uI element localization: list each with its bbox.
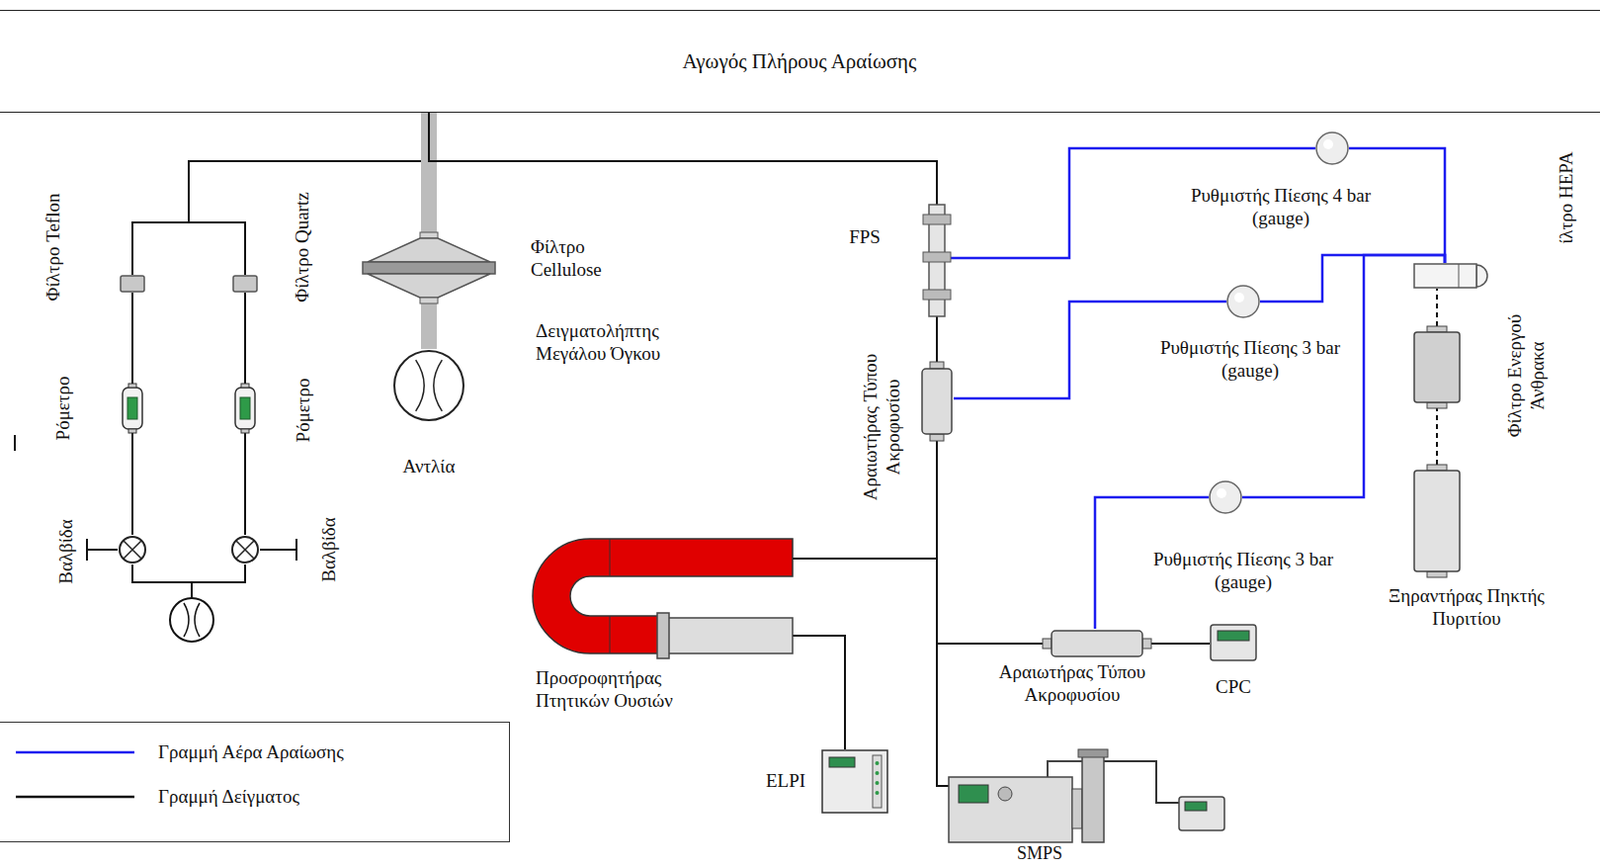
node-shape <box>232 274 258 293</box>
legend-box: Γραμμή Αέρα ΑραίωσηςΓραμμή Δείγματος <box>0 721 510 843</box>
node-label: Προσροφητήρας Πτητικών Ουσιών <box>535 667 724 713</box>
connector <box>1435 288 1438 327</box>
silica-dryer: Ξηραντήρας Πηκτής Πυριτίου <box>1413 464 1461 578</box>
node-shape <box>1413 464 1461 578</box>
node-label: Ρόμετρο <box>52 376 76 441</box>
node-shape <box>821 749 889 814</box>
rotameter: Ρόμετρο <box>121 383 144 433</box>
connector <box>131 432 134 535</box>
connector <box>421 303 437 349</box>
cellulose-filter: Φίλτρο Cellulose <box>362 232 496 304</box>
node-shape <box>230 534 260 565</box>
node-label: Φίλτρο Ενεργού Άνθρακα <box>1504 296 1550 455</box>
connector <box>131 292 134 384</box>
node-shape <box>119 274 146 293</box>
node-shape <box>1208 480 1243 514</box>
connector <box>1435 408 1438 465</box>
node-label: Ξηραντήρας Πηκτής Πυριτίου <box>1352 585 1581 631</box>
legend-text: Γραμμή Αέρα Αραίωσης <box>158 741 344 764</box>
legend-line <box>15 795 135 799</box>
smps-counter <box>1098 760 1225 831</box>
node-label: Αραιωτήρας Τύπου Ακροφυσίου <box>859 342 906 511</box>
sampling-pump <box>169 597 214 642</box>
rotameter: Ρόμετρο <box>234 383 256 433</box>
ejector-diluter: Αραιωτήρας Τύπου Ακροφυσίου <box>920 361 954 441</box>
connector <box>244 292 247 384</box>
pump: Αντλία <box>392 348 466 422</box>
connector <box>936 440 1043 644</box>
connector <box>132 112 429 275</box>
fps-diluter: FPS <box>923 204 951 317</box>
connector <box>1151 642 1210 645</box>
connector <box>244 432 247 535</box>
node-shape <box>1209 623 1258 662</box>
node-shape <box>1413 326 1461 409</box>
node-shape <box>920 361 954 441</box>
ejector-diluter: Αραιωτήρας Τύπου Ακροφυσίου <box>1042 628 1152 659</box>
connector <box>428 112 937 205</box>
node-label: Ρυθμιστής Πίεσης 3 bar (gauge) <box>1156 336 1345 383</box>
node-shape <box>234 383 256 433</box>
node-shape <box>392 348 466 422</box>
node-label: Ρόμετρο <box>292 378 316 443</box>
pressure-regulator: Ρυθμιστής Πίεσης 4 bar (gauge) <box>1315 131 1349 166</box>
node-label: Αγωγός Πλήρους Αραίωσης <box>682 49 918 75</box>
node-label: Βαλβίδα <box>55 518 79 585</box>
hepa-filter: ίλτρο HEPA <box>1413 262 1493 289</box>
node-label: ίλτρο HEPA <box>1555 151 1579 245</box>
dilution-tunnel: Αγωγός Πλήρους Αραίωσης <box>0 9 1600 113</box>
node-label: ELPI <box>765 769 806 793</box>
pressure-regulator: Ρυθμιστής Πίεσης 3 bar (gauge) <box>1208 480 1243 514</box>
node-label: Αντλία <box>403 455 456 479</box>
filter-holder: Φίλτρο Teflon <box>119 274 146 293</box>
node-label: Φίλτρο Quartz <box>291 191 315 302</box>
smps-instrument: SMPS <box>948 749 1132 843</box>
charcoal-filter: Φίλτρο Ενεργού Άνθρακα <box>1413 326 1461 409</box>
node-shape <box>121 383 144 433</box>
node-shape <box>1042 628 1152 659</box>
node-label: SMPS <box>1016 842 1063 865</box>
node-shape <box>948 749 1132 843</box>
filter-holder: Φίλτρο Quartz <box>232 274 258 293</box>
node-label: Φίλτρο Cellulose <box>530 236 640 282</box>
node-label: Ρυθμιστής Πίεσης 4 bar (gauge) <box>1186 184 1375 231</box>
node-label: Βαλβίδα <box>318 516 341 583</box>
connector <box>792 635 845 750</box>
cpc-instrument: CPC <box>1209 623 1258 662</box>
node-label: Αραιωτήρας Τύπου Ακροφυσίου <box>973 661 1172 707</box>
connector <box>936 440 949 786</box>
node-shape <box>362 232 496 304</box>
node-shape <box>530 521 793 656</box>
legend-samples <box>0 722 509 842</box>
node-shape <box>1413 262 1493 289</box>
node-shape <box>1315 131 1349 166</box>
legend-line <box>15 751 135 755</box>
node-shape <box>923 204 951 317</box>
node-label: CPC <box>1215 675 1252 699</box>
node-shape <box>1226 284 1261 319</box>
node-shape <box>117 534 148 565</box>
node-label: Φίλτρο Teflon <box>42 193 66 302</box>
part-label: Δειγματολήπτης Μεγάλου Όγκου <box>535 320 704 366</box>
volatile-adsorber: Προσροφητήρας Πτητικών Ουσιών <box>530 521 793 656</box>
pressure-regulator: Ρυθμιστής Πίεσης 3 bar (gauge) <box>1226 284 1261 319</box>
valve: Βαλβίδα <box>117 534 148 565</box>
node-label: Ρυθμιστής Πίεσης 3 bar (gauge) <box>1149 548 1338 594</box>
elpi-instrument: ELPI <box>821 749 889 814</box>
connector <box>935 316 938 362</box>
valve: Βαλβίδα <box>230 534 260 565</box>
node-label: FPS <box>848 226 881 250</box>
legend-text: Γραμμή Δείγματος <box>158 785 300 809</box>
